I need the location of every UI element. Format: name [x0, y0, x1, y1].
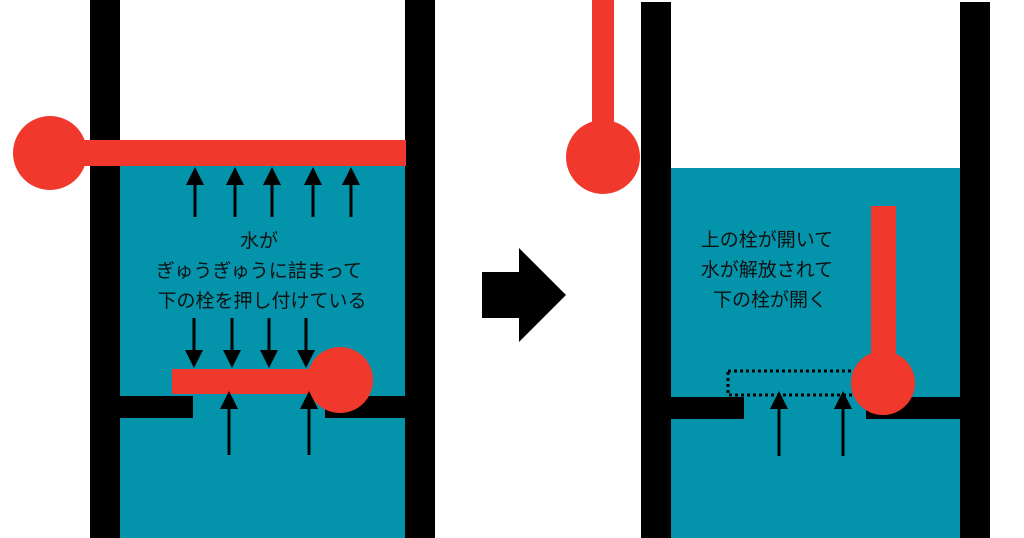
- left-label-line-1: 水が: [240, 230, 278, 252]
- left-wall-right: [405, 0, 435, 538]
- left-downward-arrows: [185, 318, 315, 368]
- right-water: [671, 168, 960, 538]
- right-label-line-2: 水が解放されて: [701, 259, 833, 281]
- right-label-line-3: 下の栓が開く: [713, 289, 827, 311]
- right-arrow-icon: [482, 248, 566, 342]
- right-wall-left: [641, 2, 671, 538]
- left-upper-plug-bar: [50, 140, 406, 166]
- right-bottom-arrows: [770, 391, 852, 456]
- right-panel: 上の栓が開いて 水が解放されて 下の栓が開く: [566, 0, 990, 538]
- right-label-line-1: 上の栓が開いて: [701, 229, 833, 251]
- left-shelf-left: [120, 396, 193, 418]
- right-upper-plug-knob: [566, 120, 640, 194]
- right-label: 上の栓が開いて 水が解放されて 下の栓が開く: [701, 229, 839, 311]
- right-upper-plug-stem: [592, 0, 614, 150]
- left-wall-left: [90, 0, 120, 538]
- left-bottom-arrows: [220, 391, 318, 455]
- right-shelf-left: [671, 397, 744, 419]
- left-label-line-3: 下の栓を押し付けている: [157, 290, 366, 312]
- right-wall-right: [960, 2, 990, 538]
- left-panel: 水が ぎゅうぎゅうに詰まって 下の栓を押し付けている: [13, 0, 435, 538]
- left-label: 水が ぎゅうぎゅうに詰まって 下の栓を押し付けている: [156, 230, 368, 312]
- left-upward-arrows: [186, 167, 360, 217]
- left-water: [120, 166, 405, 538]
- right-lower-plug-knob: [851, 351, 915, 415]
- left-lower-plug-knob: [307, 347, 373, 413]
- left-label-line-2: ぎゅうぎゅうに詰まって: [156, 260, 362, 282]
- left-upper-plug-knob: [13, 116, 87, 190]
